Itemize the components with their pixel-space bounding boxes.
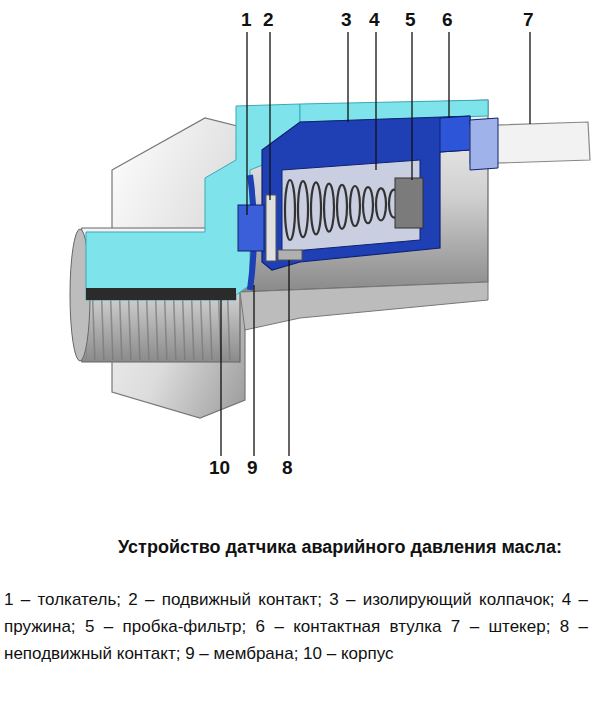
callout-number: 5: [405, 10, 416, 30]
insulating-cap: [262, 116, 470, 270]
spring: [285, 180, 399, 240]
housing-underside: [240, 282, 488, 330]
spring-coil: [363, 187, 373, 223]
callout-number: 10: [209, 458, 230, 478]
body-section: [86, 104, 300, 300]
callout-number: 4: [369, 10, 380, 30]
callout-number: 3: [341, 10, 352, 30]
oil-channel: [86, 288, 236, 300]
spring-coil: [324, 184, 334, 232]
callout-number: 7: [523, 10, 534, 30]
thread: [86, 300, 236, 360]
spring-coil: [376, 188, 386, 220]
spring-coil: [285, 180, 295, 240]
callout-number: 8: [282, 458, 293, 478]
callout-number: 2: [263, 10, 274, 30]
parts-list: 1 – толкатель; 2 – подвижный контакт; 3 …: [4, 586, 588, 667]
spring-coil: [311, 182, 321, 234]
moving-contact: [266, 195, 276, 261]
fixed-contact: [278, 250, 302, 260]
plug-filter: [395, 178, 423, 228]
pusher: [238, 205, 264, 251]
spring-coil: [350, 186, 360, 226]
callout-number: 9: [247, 458, 258, 478]
terminal-base: [470, 118, 498, 170]
contact-sleeve: [440, 116, 470, 152]
callout-number: 1: [241, 10, 252, 30]
callout-number: 6: [442, 10, 453, 30]
leader-lines: [221, 32, 530, 456]
spring-coil: [298, 181, 308, 237]
title: Устройство датчика аварийного давления м…: [118, 536, 588, 559]
spring-coil: [337, 185, 347, 229]
